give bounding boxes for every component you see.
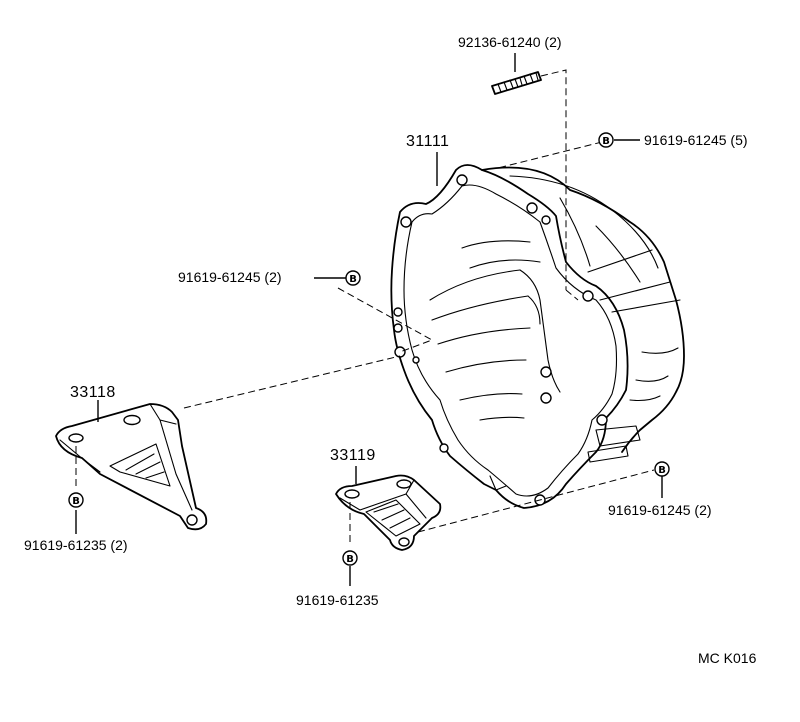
svg-text:B: B bbox=[72, 496, 80, 507]
label-bolt-right: 91619-61245 (2) bbox=[608, 502, 712, 518]
label-bracket-left: 33118 bbox=[70, 384, 116, 401]
bracket-left-dash bbox=[183, 355, 401, 409]
svg-text:B: B bbox=[349, 274, 357, 285]
stud-bolt bbox=[491, 71, 542, 95]
label-bolt-left: 91619-61245 (2) bbox=[178, 269, 282, 285]
label-housing: 31111 bbox=[406, 133, 449, 150]
label-bracket-right-bolt: 91619-61235 bbox=[296, 592, 379, 608]
bracket-right-dash bbox=[417, 469, 655, 533]
bracket-right bbox=[335, 474, 442, 551]
bellhousing bbox=[390, 164, 685, 509]
callout-b-top: B bbox=[598, 132, 640, 148]
label-bolt-top: 91619-61245 (5) bbox=[644, 132, 748, 148]
stud-dash-line bbox=[540, 69, 567, 290]
callout-b-left: B bbox=[314, 270, 361, 286]
svg-text:B: B bbox=[346, 554, 354, 565]
bracket-left bbox=[55, 403, 208, 531]
callout-b-bracket-right: B bbox=[342, 550, 358, 566]
bolt-left-dash bbox=[337, 287, 434, 353]
svg-text:B: B bbox=[658, 465, 666, 476]
diagram-code: MC K016 bbox=[698, 650, 757, 666]
callout-b-bracket-left: B bbox=[68, 492, 84, 508]
label-stud: 92136-61240 (2) bbox=[458, 34, 562, 50]
svg-text:B: B bbox=[602, 136, 610, 147]
stud-dash-end bbox=[565, 289, 579, 301]
label-bracket-right: 33119 bbox=[330, 447, 376, 464]
callout-b-right: B bbox=[654, 461, 670, 498]
label-bracket-left-bolt: 91619-61235 (2) bbox=[24, 537, 128, 553]
bolt-top-dash bbox=[497, 141, 603, 169]
